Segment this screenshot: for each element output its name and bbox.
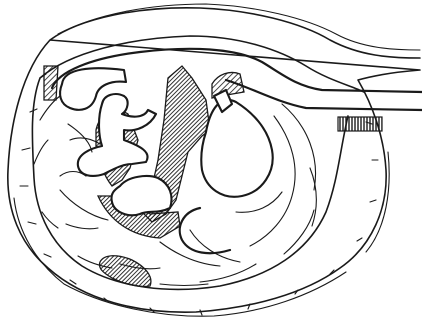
bottom-hatched-blob xyxy=(100,256,151,287)
vertical-hatch-band xyxy=(338,117,382,131)
left-hatched-patch xyxy=(44,66,58,100)
central-cavity xyxy=(201,100,272,197)
knob-cavity xyxy=(111,176,171,215)
